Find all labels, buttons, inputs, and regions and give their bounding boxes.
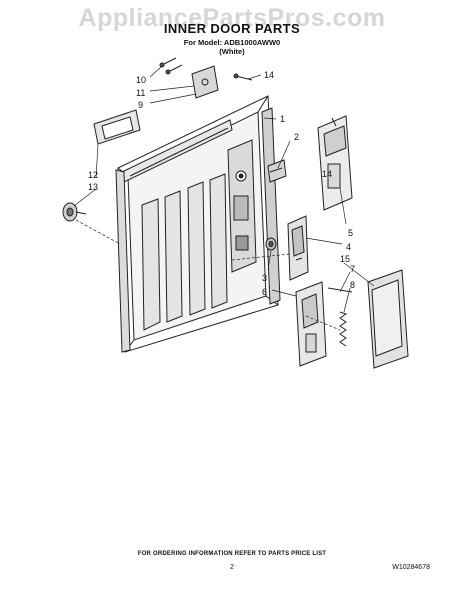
handle-12 [93, 109, 141, 145]
callout-10: 10 [136, 75, 146, 85]
callout-12: 12 [88, 170, 98, 180]
knob-13 [62, 202, 87, 222]
page-number: 2 [230, 564, 234, 571]
bracket-2 [267, 159, 287, 183]
watermark: AppliancePartsPros.com [78, 4, 386, 32]
callout-6: 6 [262, 287, 267, 297]
callout-11: 11 [136, 88, 145, 98]
model-subtitle: For Model: ADB1000AWW0 (White) [0, 38, 464, 56]
callout-8: 8 [350, 280, 355, 290]
callout-14-top: 14 [264, 70, 274, 80]
callout-1: 1 [280, 114, 285, 124]
ordering-note: FOR ORDERING INFORMATION REFER TO PARTS … [137, 551, 327, 557]
callout-14-latch: 14 [322, 169, 332, 179]
document-number: W10284678 [392, 564, 430, 571]
callout-4: 4 [346, 242, 351, 252]
callout-5: 5 [348, 228, 353, 238]
callout-13: 13 [88, 182, 98, 192]
plate-11 [191, 65, 219, 99]
rod-7 [327, 287, 353, 293]
callout-labels: 10 11 9 14 1 2 12 13 14 5 4 3 15 6 7 8 [88, 70, 355, 297]
cover-15 [367, 269, 409, 369]
latch-14 [317, 115, 353, 211]
callout-9: 9 [138, 100, 143, 110]
knob-3 [265, 237, 277, 251]
callout-2: 2 [294, 132, 299, 142]
page-title: INNER DOOR PARTS [163, 21, 301, 36]
screw-10 [159, 57, 183, 75]
latch-body-6 [295, 281, 327, 367]
screw-14-top [233, 73, 253, 81]
spring-8 [339, 311, 348, 347]
latch-lever-4 [287, 215, 309, 281]
callout-3: 3 [262, 273, 267, 283]
callout-7: 7 [350, 264, 355, 274]
model-line: For Model: ADB1000AWW0 [183, 38, 281, 47]
callout-15: 15 [340, 254, 350, 264]
color-line: (White) [219, 47, 245, 56]
inner-door-panel [115, 95, 281, 353]
